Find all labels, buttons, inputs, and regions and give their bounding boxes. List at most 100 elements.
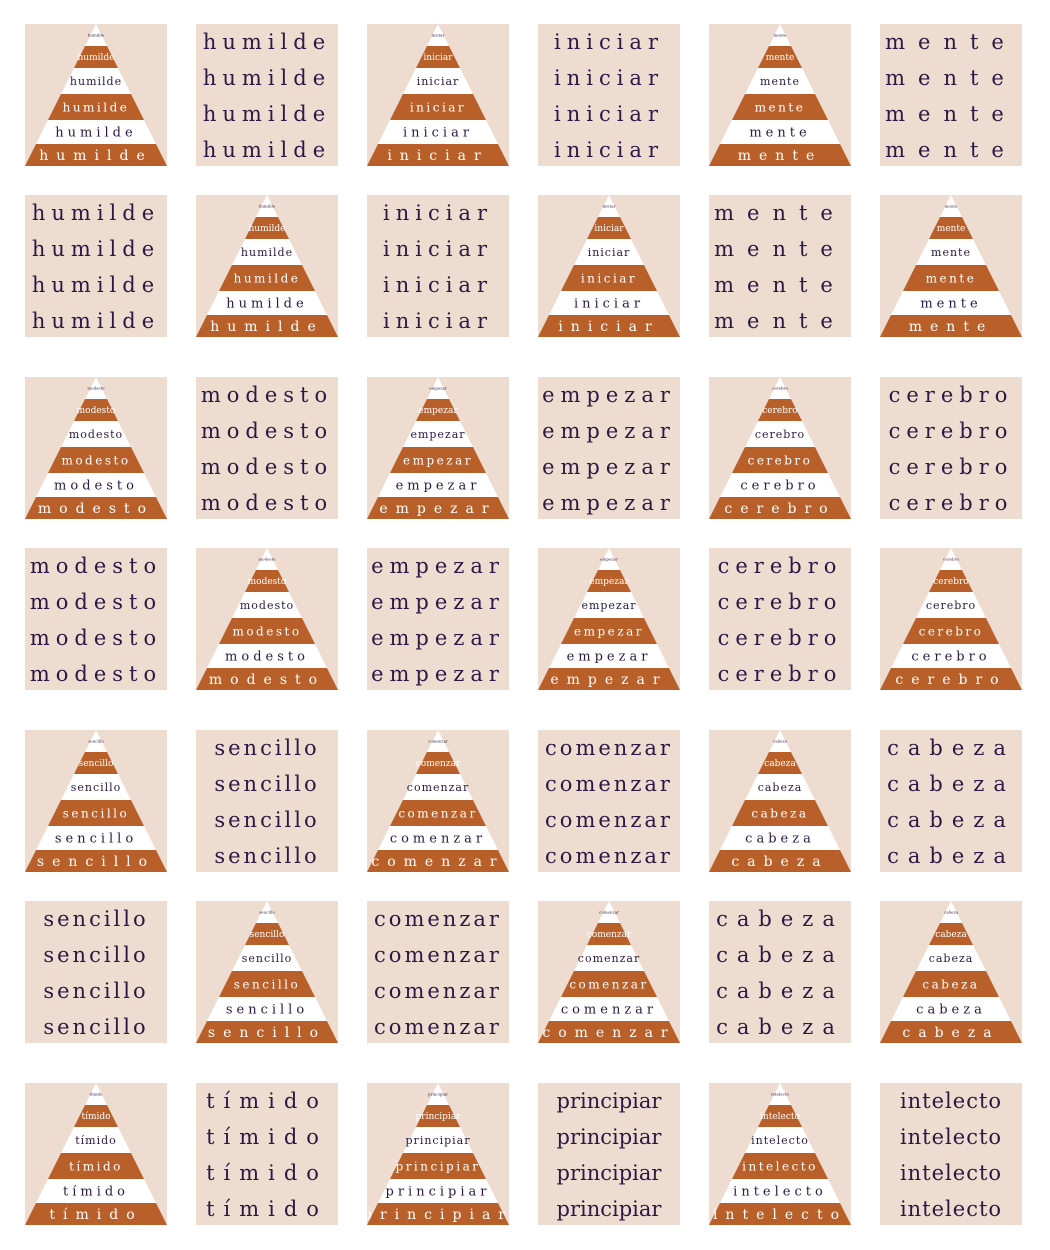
- pyramid-band: [598, 548, 620, 570]
- pyramid-band: [758, 1105, 802, 1127]
- word-line: iniciar: [554, 102, 664, 126]
- pyramid-word: tímido: [81, 1111, 110, 1122]
- pyramid-word: sencillo: [71, 781, 122, 794]
- word-line: tímido: [206, 1161, 328, 1185]
- pyramid-band: [427, 1083, 449, 1105]
- pyramid-word: sencillo: [55, 832, 137, 847]
- pyramid-band: [720, 1179, 840, 1203]
- pyramid-band: [390, 800, 486, 826]
- word-line: tímido: [206, 1197, 328, 1221]
- pyramid-word: intelecto: [751, 1134, 809, 1147]
- pyramid-band: [561, 265, 657, 291]
- pyramid-band: [880, 315, 1022, 337]
- word-line: empezar: [371, 662, 505, 686]
- word-line: humilde: [202, 66, 332, 90]
- pyramid-word: mente: [755, 100, 806, 114]
- word-line: comenzar: [374, 979, 502, 1003]
- pyramid-band: [549, 291, 669, 315]
- word-line: sencillo: [43, 907, 149, 931]
- word-line: comenzar: [545, 772, 673, 796]
- pyramid-band: [940, 548, 962, 570]
- pyramid-band: [74, 46, 118, 68]
- pyramid-word: mente: [920, 297, 981, 312]
- pyramid-band: [256, 901, 278, 923]
- pyramid-band: [732, 447, 828, 473]
- word-line: sencillo: [214, 808, 320, 832]
- pyramid-band: [36, 473, 156, 497]
- pyramid-band: [929, 570, 973, 592]
- word-line: cerebro: [717, 554, 843, 578]
- word-line: humilde: [31, 309, 161, 333]
- pyramid-word: humilde: [70, 75, 122, 88]
- pyramid-band: [85, 377, 107, 399]
- word-line: cabeza: [716, 979, 844, 1003]
- pyramid-band: [720, 826, 840, 850]
- word-line: mente: [885, 102, 1017, 126]
- pyramid-band: [196, 668, 338, 690]
- pyramid-word: sencillo: [226, 1003, 308, 1018]
- pyramid-word: cabeza: [745, 832, 815, 847]
- word-line: cabeza: [887, 772, 1015, 796]
- pyramid-word: empezar: [567, 650, 652, 665]
- word-pyramid: modestomodestomodestomodestomodestomodes…: [25, 377, 167, 519]
- word-pyramid: sencillosencillosencillosencillosencillo…: [25, 730, 167, 872]
- pyramid-band: [758, 46, 802, 68]
- pyramid-word: principiar: [367, 1207, 509, 1223]
- word-line: empezar: [371, 554, 505, 578]
- word-line: sencillo: [43, 943, 149, 967]
- pyramid-word: iniciar: [423, 53, 453, 63]
- word-line: cabeza: [716, 1015, 844, 1039]
- pyramid-band: [769, 24, 791, 46]
- pyramid-band: [245, 570, 289, 592]
- word-line: comenzar: [374, 943, 502, 967]
- word-pyramid: empezarempezarempezarempezarempezarempez…: [538, 548, 680, 690]
- pyramid-band: [574, 945, 644, 971]
- pyramid-band: [427, 377, 449, 399]
- word-line: cabeza: [887, 844, 1015, 868]
- pyramid-word: cabeza: [758, 781, 803, 794]
- pyramid-word: comenzar: [578, 952, 640, 965]
- word-pyramid: principiarprincipiarprincipiarprincipiar…: [367, 1083, 509, 1225]
- pyramid-word: empezar: [574, 624, 644, 638]
- pyramid-word: cabeza: [944, 909, 959, 914]
- pyramid-word: iniciar: [410, 100, 466, 114]
- word-line: cerebro: [717, 662, 843, 686]
- pyramid-band: [769, 377, 791, 399]
- pyramid-word: cerebro: [762, 406, 797, 416]
- pyramid-word: cerebro: [943, 556, 959, 561]
- word-line: empezar: [371, 590, 505, 614]
- pyramid-band: [745, 1127, 815, 1153]
- pyramid-band: [232, 239, 302, 265]
- pyramid-band: [256, 548, 278, 570]
- word-line: iniciar: [383, 201, 493, 225]
- word-line: humilde: [202, 138, 332, 162]
- pyramid-word: modesto: [69, 428, 123, 441]
- word-line: modesto: [200, 383, 334, 407]
- pyramid-word: tímido: [90, 1091, 104, 1096]
- pyramid-band: [940, 901, 962, 923]
- pyramid-word: cabeza: [929, 952, 974, 965]
- pyramid-word: cabeza: [731, 854, 828, 870]
- pyramid-word: empezar: [410, 428, 465, 441]
- pyramid-band: [367, 497, 509, 519]
- word-line: cerebro: [888, 491, 1014, 515]
- word-line: tímido: [206, 1125, 328, 1149]
- pyramid-band: [745, 774, 815, 800]
- word-line: comenzar: [545, 736, 673, 760]
- pyramid-band: [48, 800, 144, 826]
- pyramid-word: tímido: [69, 1159, 123, 1173]
